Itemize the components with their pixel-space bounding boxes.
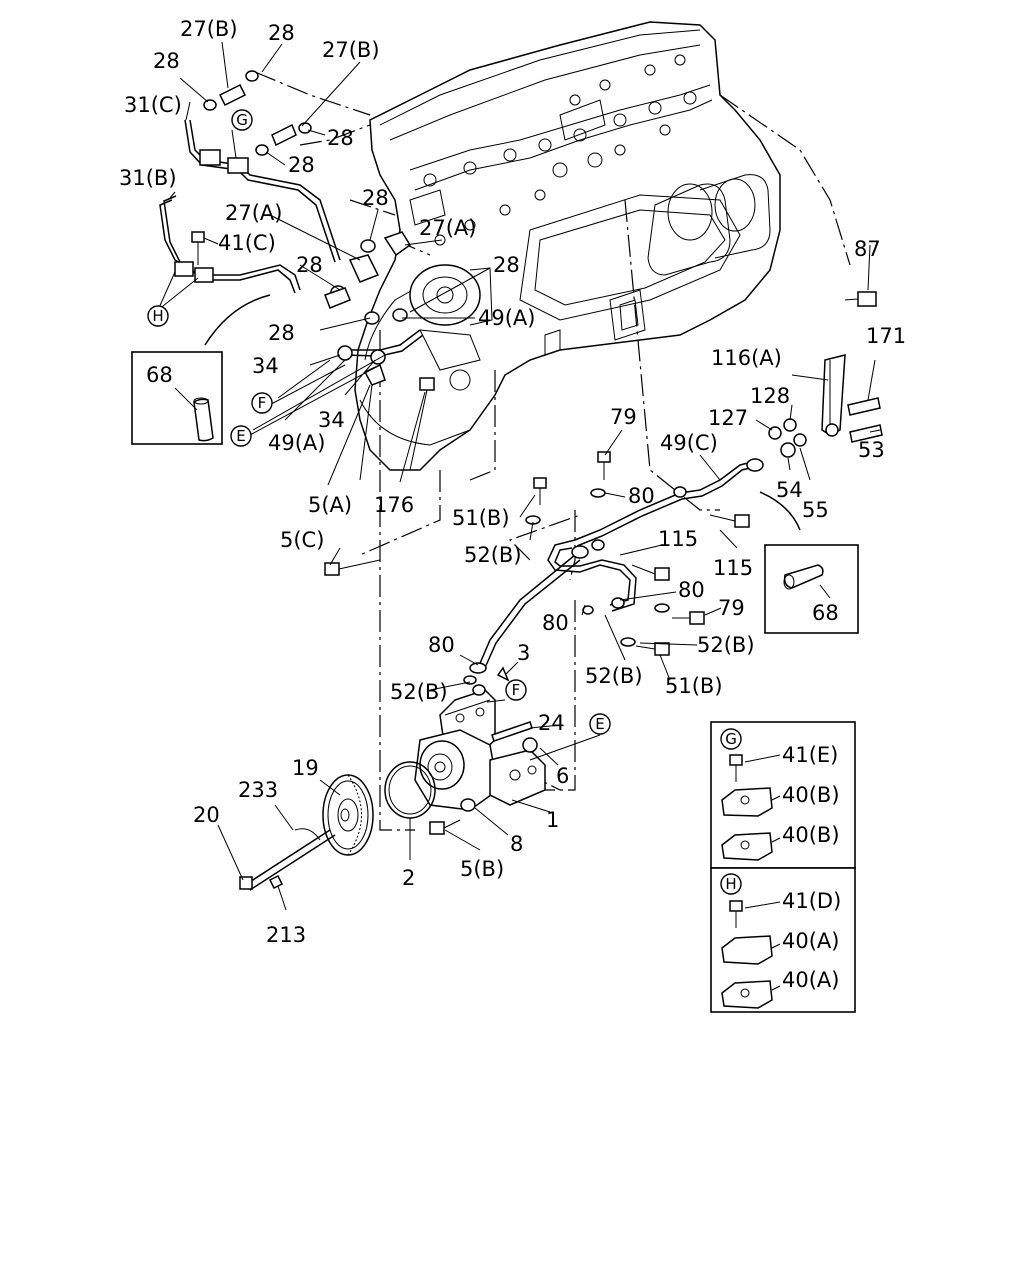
part-label: 28 bbox=[153, 49, 180, 73]
part-label: 128 bbox=[750, 384, 790, 408]
part-label: 80 bbox=[628, 484, 655, 508]
part-labels: 27(B) 28 28 27(B) 31(C) 28 28 31(B) 28 2… bbox=[119, 17, 906, 947]
part-label: 115 bbox=[658, 527, 698, 551]
pointer-right-inset bbox=[759, 491, 801, 531]
callout-f-left: F bbox=[258, 394, 267, 412]
part-label: 171 bbox=[866, 324, 906, 348]
part-label: 20 bbox=[193, 803, 220, 827]
part-label: 52(B) bbox=[697, 633, 755, 657]
inset-right: 68 bbox=[764, 544, 859, 634]
pump-assembly bbox=[384, 666, 546, 835]
inset-left-label: 68 bbox=[146, 363, 173, 387]
part-label: 28 bbox=[268, 21, 295, 45]
part-label: 28 bbox=[327, 126, 354, 150]
part-label: 6 bbox=[556, 764, 569, 788]
legend-g-item-1: 41(E) bbox=[782, 743, 838, 767]
part-label: 31(B) bbox=[119, 166, 177, 190]
callout-h: H bbox=[152, 307, 163, 325]
part-label: 5(A) bbox=[308, 493, 352, 517]
callout-f-pump: F bbox=[512, 681, 521, 699]
part-label: 127 bbox=[708, 406, 748, 430]
callout-g: G bbox=[236, 111, 248, 129]
legend-g-callout: G bbox=[725, 730, 737, 748]
part-label: 2 bbox=[402, 866, 415, 890]
part-label: 116(A) bbox=[711, 346, 782, 370]
part-label: 233 bbox=[238, 778, 278, 802]
callout-e-left: E bbox=[236, 427, 245, 445]
part-label: 176 bbox=[374, 493, 414, 517]
part-label: 5(C) bbox=[280, 528, 324, 552]
part-label: 51(B) bbox=[665, 674, 723, 698]
part-label: 41(C) bbox=[218, 231, 276, 255]
part-label: 28 bbox=[268, 321, 295, 345]
leader-lines bbox=[157, 41, 881, 911]
part-label: 27(B) bbox=[180, 17, 238, 41]
part-label: 28 bbox=[362, 186, 389, 210]
part-label: 49(A) bbox=[268, 431, 325, 455]
part-label: 27(A) bbox=[419, 216, 476, 240]
part-label: 8 bbox=[510, 832, 523, 856]
part-label: 79 bbox=[610, 405, 637, 429]
part-label: 31(C) bbox=[124, 93, 182, 117]
legend-h: H 41(D) 40(A) 40(A) bbox=[710, 867, 856, 1013]
part-label: 54 bbox=[776, 478, 803, 502]
center-pipes bbox=[463, 451, 764, 685]
part-label: 34 bbox=[252, 354, 279, 378]
part-label: 80 bbox=[542, 611, 569, 635]
part-label: 52(B) bbox=[464, 543, 522, 567]
part-label: 55 bbox=[802, 498, 829, 522]
part-label: 53 bbox=[858, 438, 885, 462]
part-label: 213 bbox=[266, 923, 306, 947]
part-label: 52(B) bbox=[585, 664, 643, 688]
part-label: 5(B) bbox=[460, 857, 504, 881]
inset-left: 68 bbox=[131, 351, 223, 445]
part-label: 34 bbox=[318, 408, 345, 432]
part-label: 80 bbox=[678, 578, 705, 602]
part-label: 49(C) bbox=[660, 431, 718, 455]
legend-h-item-2: 40(A) bbox=[782, 929, 839, 953]
part-label: 3 bbox=[517, 641, 530, 665]
part-label: 19 bbox=[292, 756, 319, 780]
part-label: 28 bbox=[493, 253, 520, 277]
part-label: 52(B) bbox=[390, 680, 448, 704]
part-label: 115 bbox=[713, 556, 753, 580]
pointer-left-inset bbox=[204, 294, 271, 346]
part-label: 1 bbox=[546, 808, 559, 832]
bracket-116a bbox=[768, 291, 883, 458]
legend-h-item-1: 41(D) bbox=[782, 889, 841, 913]
callout-e-pump: E bbox=[595, 715, 604, 733]
part-label: 28 bbox=[296, 253, 323, 277]
part-label: 79 bbox=[718, 596, 745, 620]
part-label: 24 bbox=[538, 711, 565, 735]
part-label: 80 bbox=[428, 633, 455, 657]
engine-block bbox=[354, 21, 781, 471]
legend-g-item-3: 40(B) bbox=[782, 823, 840, 847]
part-label: 87 bbox=[854, 237, 881, 261]
callouts: G H F E F E bbox=[147, 109, 611, 735]
legend-g-item-2: 40(B) bbox=[782, 783, 840, 807]
part-label: 27(A) bbox=[225, 201, 282, 225]
part-label: 27(B) bbox=[322, 38, 380, 62]
inset-right-label: 68 bbox=[812, 601, 839, 625]
legend-g: G 41(E) 40(B) 40(B) bbox=[710, 721, 856, 869]
legend-h-item-3: 40(A) bbox=[782, 968, 839, 992]
part-label: 28 bbox=[288, 153, 315, 177]
part-label: 49(A) bbox=[478, 306, 535, 330]
part-label: 51(B) bbox=[452, 506, 510, 530]
legend-h-callout: H bbox=[725, 875, 736, 893]
